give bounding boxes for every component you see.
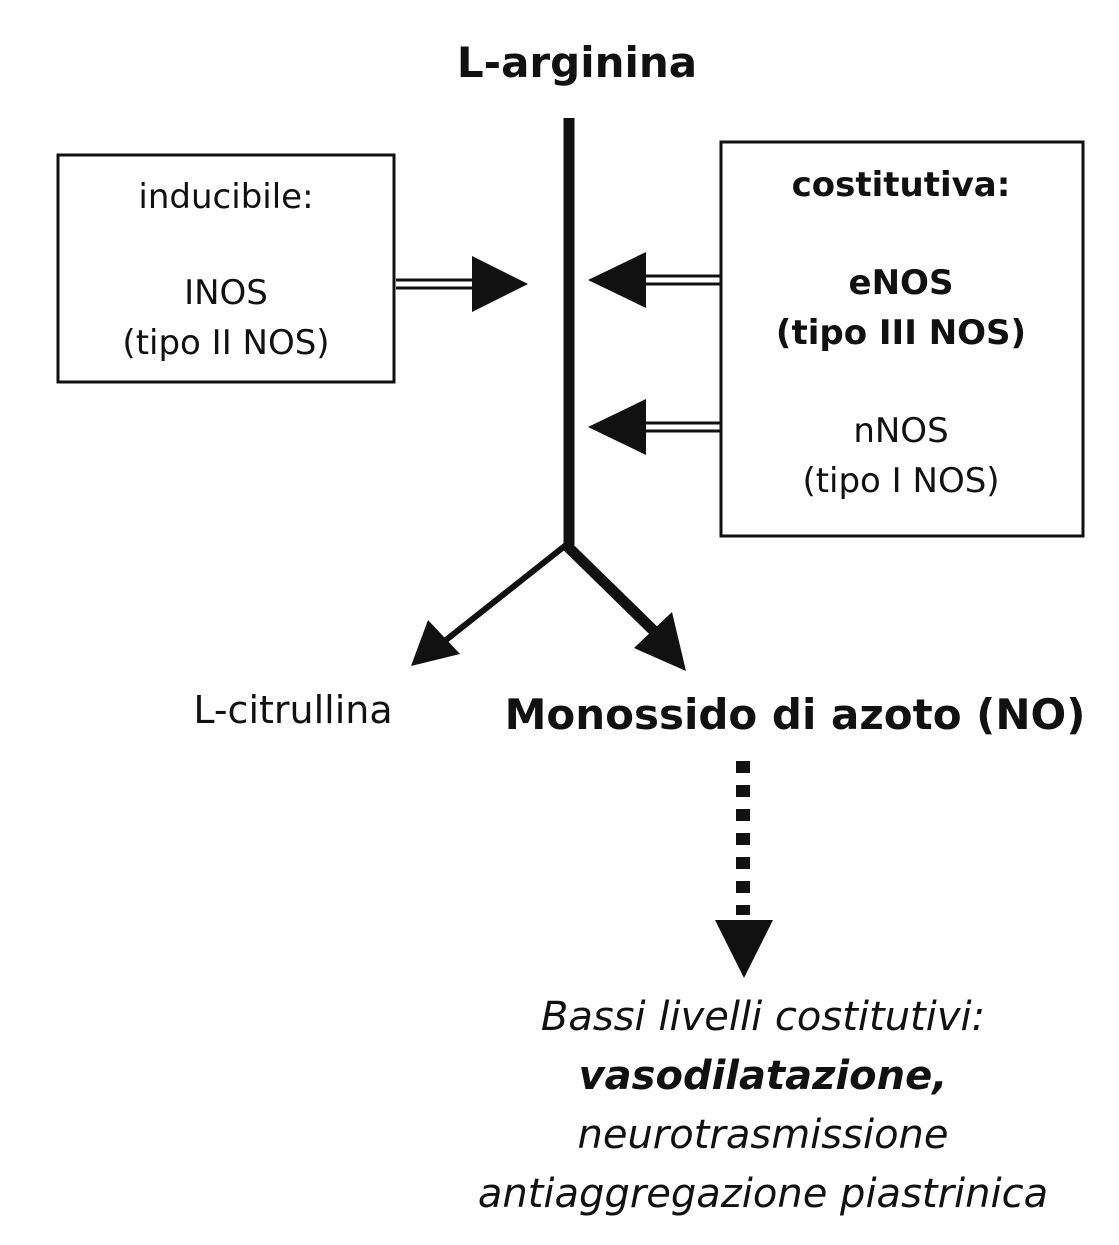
nnos-type-label: (tipo I NOS): [802, 461, 1000, 501]
nnos-label: nNOS: [853, 411, 949, 451]
enos-label: eNOS: [848, 263, 954, 303]
no-arrow: [562, 541, 686, 671]
enos-arrow: [588, 252, 720, 308]
citrulline-label: L-citrullina: [193, 688, 393, 732]
citrulline-arrow: [411, 542, 568, 666]
effects-line-1: Bassi livelli costitutivi:: [540, 994, 986, 1040]
substrate-title: L-arginina: [456, 38, 698, 87]
constitutive-box: [719, 140, 1085, 538]
inducible-box-text: inducibile: INOS (tipo II NOS): [122, 172, 329, 368]
inos-type-label: (tipo II NOS): [122, 323, 330, 363]
effects-line-4: antiaggregazione piastrinica: [477, 1171, 1049, 1217]
effects-line-2: vasodilatazione,: [578, 1053, 948, 1099]
effects-text: Bassi livelli costitutivi: vasodilatazio…: [478, 988, 1048, 1224]
constitutive-heading: costitutiva:: [791, 165, 1011, 205]
inducible-heading: inducibile:: [138, 177, 314, 217]
constitutive-box-text: costitutiva: eNOS (tipo III NOS) nNOS (t…: [776, 160, 1026, 506]
effects-dotted-arrow: [715, 761, 773, 978]
inos-arrow: [396, 256, 528, 312]
nitric-oxide-label: Monossido di azoto (NO): [504, 690, 1086, 739]
enos-type-label: (tipo III NOS): [775, 313, 1027, 353]
effects-line-3: neurotrasmissione: [577, 1112, 949, 1158]
nnos-arrow: [588, 399, 720, 455]
inos-label: INOS: [184, 273, 268, 313]
inducible-box: [56, 153, 396, 384]
